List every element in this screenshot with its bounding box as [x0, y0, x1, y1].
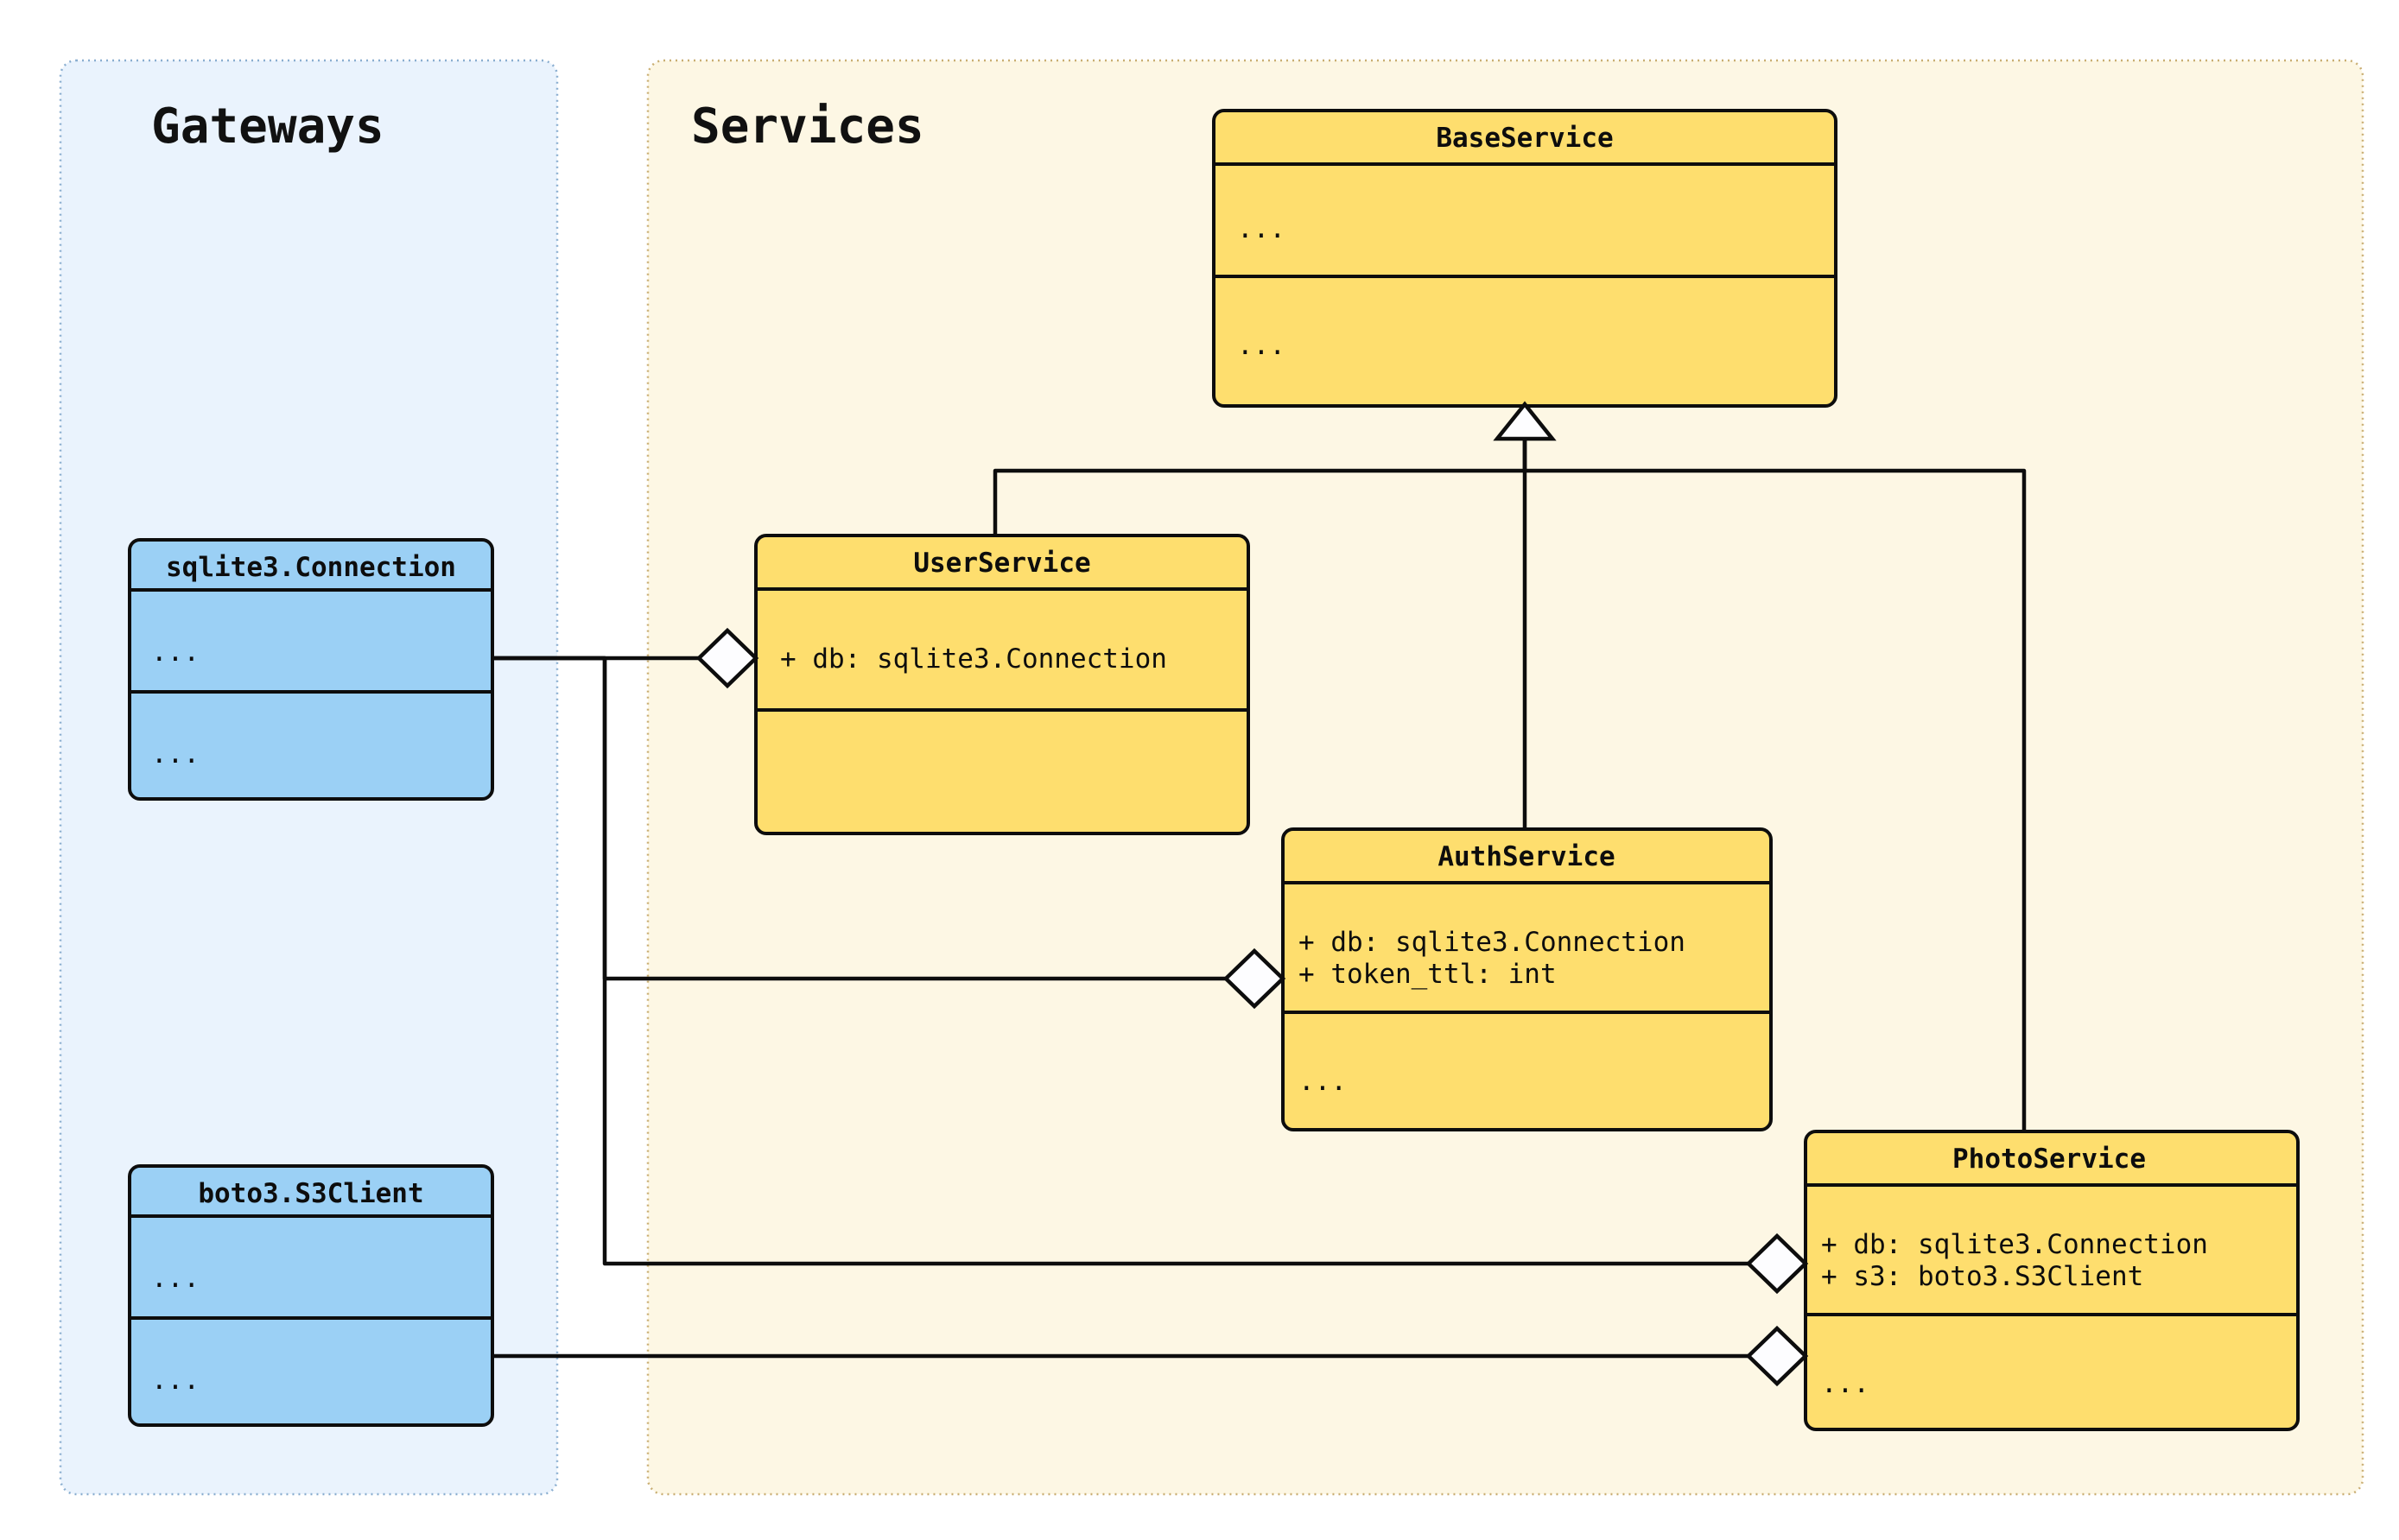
class-base-service-body [1212, 109, 1837, 408]
class-user-service-attribute-db: + db: sqlite3.Connection [780, 643, 1167, 675]
class-photo-service[interactable]: PhotoService + db: sqlite3.Connection + … [1804, 1130, 2300, 1431]
class-boto3-s3client-attribute: ... [151, 1263, 200, 1294]
class-auth-service-attribute-db: + db: sqlite3.Connection [1298, 927, 1685, 958]
hollow-diamond-icon-authservice-db [1222, 947, 1286, 1010]
class-boto3-s3client-method: ... [151, 1365, 200, 1396]
edge-photoservice-aggregates-sqlite3[interactable] [492, 656, 1777, 1266]
class-photo-service-body [1804, 1130, 2300, 1431]
class-boto3-s3client-name: boto3.S3Client [198, 1178, 423, 1209]
class-sqlite3-connection-method: ... [151, 738, 200, 770]
hollow-diamond-icon-photoservice-s3 [1745, 1325, 1809, 1387]
class-base-service-attribute: ... [1237, 213, 1285, 244]
class-auth-service-name: AuthService [1437, 841, 1615, 872]
class-user-service-body [754, 534, 1250, 835]
relations-layer [492, 436, 2027, 1359]
class-sqlite3-connection-attribute: ... [151, 637, 200, 668]
class-base-service-method: ... [1237, 330, 1285, 361]
class-user-service[interactable]: UserService + db: sqlite3.Connection [754, 534, 1250, 835]
class-auth-service[interactable]: AuthService + db: sqlite3.Connection + t… [1281, 827, 1773, 1131]
class-boto3-s3client-body [128, 1164, 494, 1427]
package-gateways-title: Gateways [151, 98, 384, 155]
package-services-title: Services [691, 98, 924, 155]
edge-photoservice-inherits-baseservice[interactable] [1522, 436, 2027, 1131]
class-boto3-s3client[interactable]: boto3.S3Client ... ... [128, 1164, 494, 1427]
class-sqlite3-connection[interactable]: sqlite3.Connection ... ... [128, 538, 494, 801]
class-sqlite3-connection-body [128, 538, 494, 801]
hollow-diamond-icon-photoservice-db [1745, 1233, 1809, 1295]
class-user-service-name: UserService [913, 548, 1090, 579]
class-photo-service-name: PhotoService [1952, 1144, 2146, 1175]
class-auth-service-method: ... [1298, 1066, 1347, 1097]
relation-markers-layer [695, 401, 1809, 1387]
hollow-diamond-icon-userservice-db [695, 627, 759, 689]
hollow-triangle-icon-baseservice [1493, 401, 1557, 441]
class-base-service[interactable]: BaseService ... ... [1212, 109, 1837, 408]
class-auth-service-attribute-token-ttl: + token_ttl: int [1298, 959, 1557, 990]
class-base-service-name: BaseService [1436, 123, 1613, 154]
class-photo-service-method: ... [1821, 1368, 1869, 1399]
class-sqlite3-connection-name: sqlite3.Connection [166, 552, 456, 583]
class-photo-service-attribute-s3: + s3: boto3.S3Client [1821, 1261, 2143, 1292]
class-photo-service-attribute-db: + db: sqlite3.Connection [1821, 1229, 2208, 1260]
